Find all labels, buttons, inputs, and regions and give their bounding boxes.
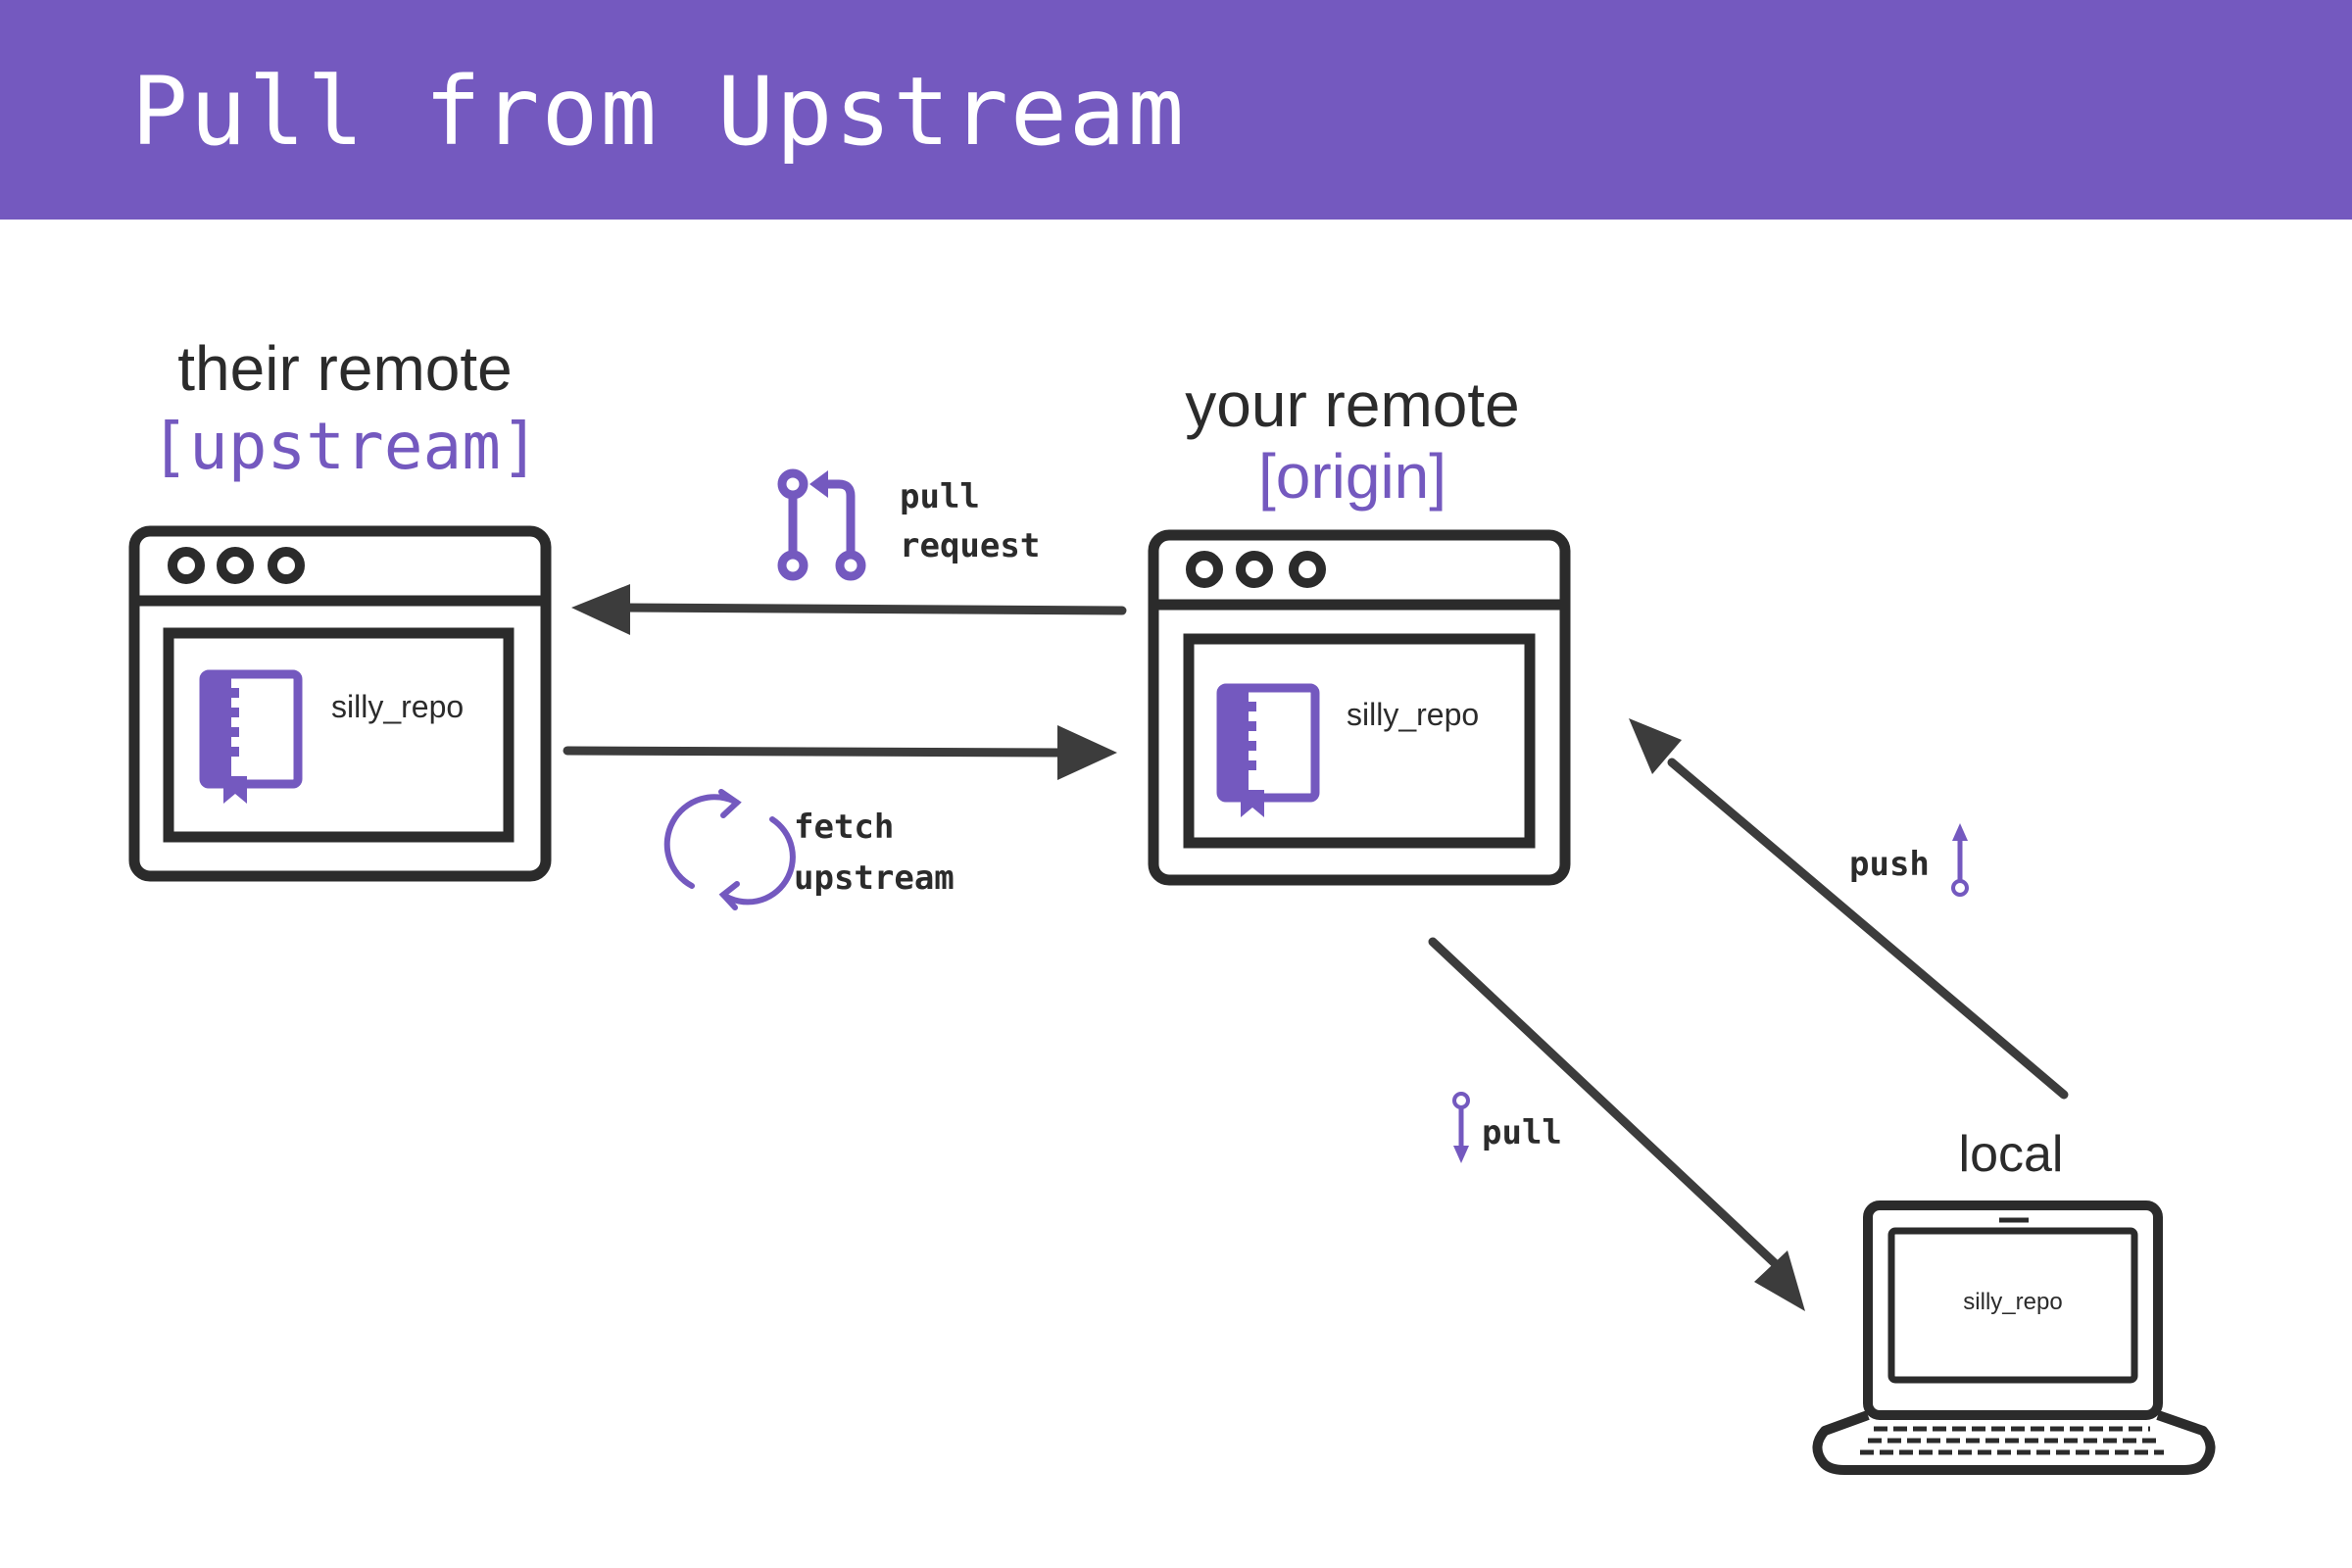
origin-repo-book-icon — [1221, 688, 1315, 817]
local-repo-name: silly_repo — [1963, 1289, 2062, 1315]
pull-request-arrow — [571, 584, 1127, 635]
git-pull-request-icon — [777, 468, 866, 581]
upstream-repo-name: silly_repo — [331, 689, 464, 724]
upstream-repo-book-icon — [204, 674, 298, 804]
pull-request-label-line1: pull — [900, 477, 980, 516]
local-heading: local — [1959, 1126, 2064, 1183]
pull-arrow-icon — [1452, 1092, 1470, 1163]
push-arrow-icon — [1951, 823, 1969, 897]
origin-remote: your remote [origin] silly_repo — [1148, 369, 1571, 886]
fetch-upstream-label-line2: upstream — [794, 858, 955, 898]
fetch-upstream-arrow — [563, 725, 1117, 780]
pull-label: pull — [1482, 1113, 1562, 1152]
origin-heading: your remote — [1185, 369, 1519, 440]
page-title: Pull from Upstream — [131, 57, 1187, 167]
push-label: push — [1849, 845, 1930, 884]
pull-request-label-line2: request — [900, 526, 1040, 565]
laptop-icon — [1812, 1200, 2216, 1475]
upstream-subheading: [upstream] — [150, 409, 539, 484]
origin-repo-name: silly_repo — [1347, 697, 1479, 732]
upstream-browser-window-icon — [128, 525, 552, 882]
local-machine: local silly_repo — [1812, 1126, 2216, 1475]
fetch-upstream-label-line1: fetch — [794, 808, 894, 847]
upstream-heading: their remote — [177, 333, 512, 404]
origin-browser-window-icon — [1148, 529, 1571, 886]
upstream-remote: their remote [upstream] silly_repo — [128, 333, 552, 882]
pull-arrow — [1428, 937, 1805, 1311]
push-arrow — [1629, 718, 2069, 1100]
origin-subheading: [origin] — [1258, 441, 1446, 512]
header-banner: Pull from Upstream — [0, 0, 2352, 220]
sync-icon — [663, 789, 796, 910]
